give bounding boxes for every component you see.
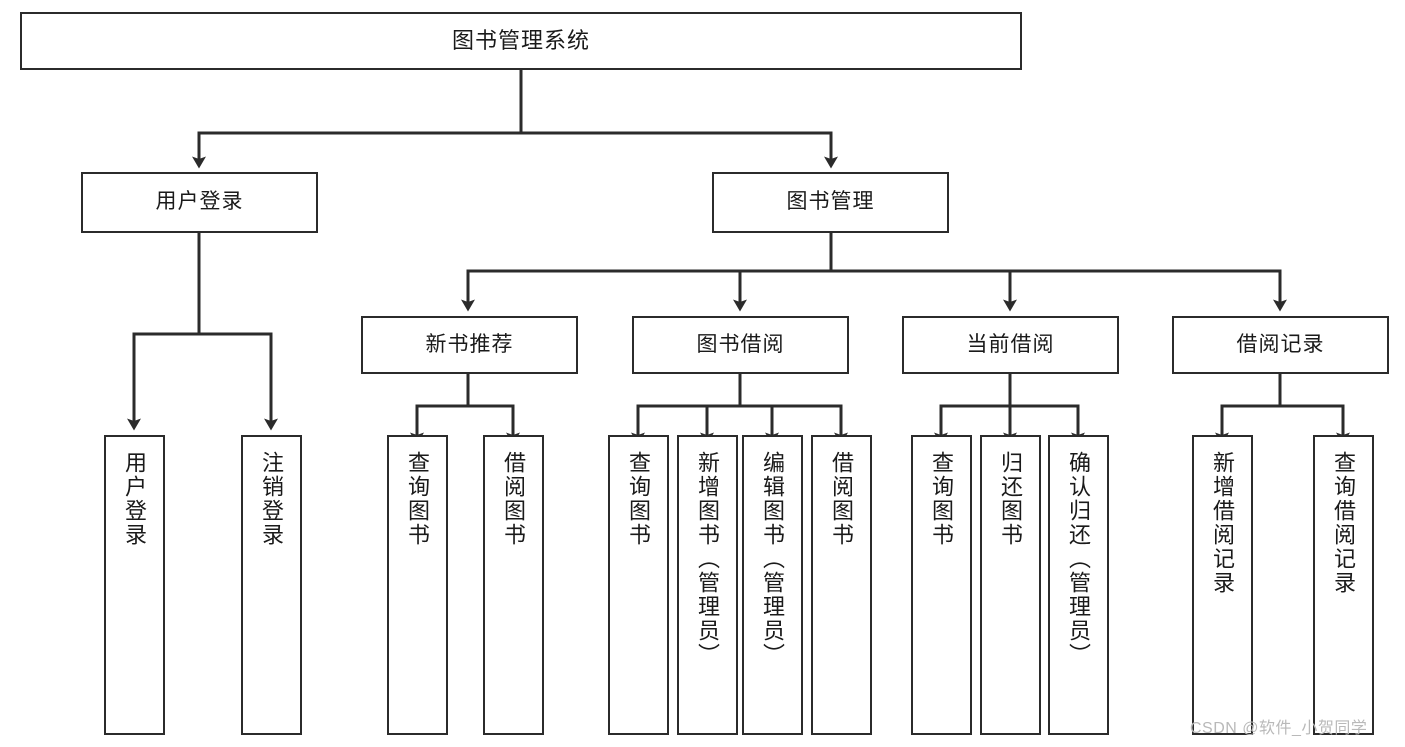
leaf-query-book-borrow[interactable]: 查询图书 bbox=[608, 435, 669, 735]
node-label: 用户登录 bbox=[122, 451, 148, 547]
node-new-book-recommend[interactable]: 新书推荐 bbox=[361, 316, 578, 374]
node-label: 借阅记录 bbox=[1236, 332, 1325, 356]
leaf-query-book-current[interactable]: 查询图书 bbox=[911, 435, 972, 735]
leaf-query-book-new[interactable]: 查询图书 bbox=[387, 435, 448, 735]
node-user-login[interactable]: 用户登录 bbox=[81, 172, 318, 233]
node-label: 图书借阅 bbox=[696, 332, 785, 356]
node-label: 用户登录 bbox=[155, 190, 244, 214]
node-label: 查询图书 bbox=[405, 451, 431, 547]
node-root-system[interactable]: 图书管理系统 bbox=[20, 12, 1022, 70]
node-label: 当前借阅 bbox=[966, 332, 1055, 356]
leaf-logout[interactable]: 注销登录 bbox=[241, 435, 302, 735]
node-label: 借阅图书 bbox=[501, 451, 527, 547]
leaf-edit-book-admin[interactable]: 编辑图书（管理员） bbox=[742, 435, 803, 735]
leaf-query-borrow-record[interactable]: 查询借阅记录 bbox=[1313, 435, 1374, 735]
node-label: 查询图书 bbox=[929, 451, 955, 547]
leaf-borrow-book-new[interactable]: 借阅图书 bbox=[483, 435, 544, 735]
node-label: 图书管理系统 bbox=[451, 28, 590, 54]
node-label: 图书管理 bbox=[786, 190, 875, 214]
node-label: 借阅图书 bbox=[829, 451, 855, 547]
node-label: 新书推荐 bbox=[425, 332, 514, 356]
node-label: 新增借阅记录 bbox=[1210, 451, 1236, 595]
node-label: 查询图书 bbox=[626, 451, 652, 547]
node-label: 归还图书 bbox=[998, 451, 1024, 547]
node-label: 查询借阅记录 bbox=[1331, 451, 1357, 595]
csdn-watermark: CSDN @软件_小贺同学 bbox=[1190, 720, 1368, 737]
node-current-borrow[interactable]: 当前借阅 bbox=[902, 316, 1119, 374]
leaf-add-borrow-record[interactable]: 新增借阅记录 bbox=[1192, 435, 1253, 735]
leaf-user-login[interactable]: 用户登录 bbox=[104, 435, 165, 735]
leaf-confirm-return-admin[interactable]: 确认归还（管理员） bbox=[1048, 435, 1109, 735]
node-label: 注销登录 bbox=[259, 451, 285, 547]
leaf-return-book[interactable]: 归还图书 bbox=[980, 435, 1041, 735]
node-borrow-record[interactable]: 借阅记录 bbox=[1172, 316, 1389, 374]
node-book-management[interactable]: 图书管理 bbox=[712, 172, 949, 233]
node-label: 确认归还（管理员） bbox=[1066, 451, 1092, 667]
leaf-borrow-book[interactable]: 借阅图书 bbox=[811, 435, 872, 735]
node-label: 编辑图书（管理员） bbox=[760, 451, 786, 667]
leaf-add-book-admin[interactable]: 新增图书（管理员） bbox=[677, 435, 738, 735]
node-label: 新增图书（管理员） bbox=[695, 451, 721, 667]
node-book-borrow[interactable]: 图书借阅 bbox=[632, 316, 849, 374]
